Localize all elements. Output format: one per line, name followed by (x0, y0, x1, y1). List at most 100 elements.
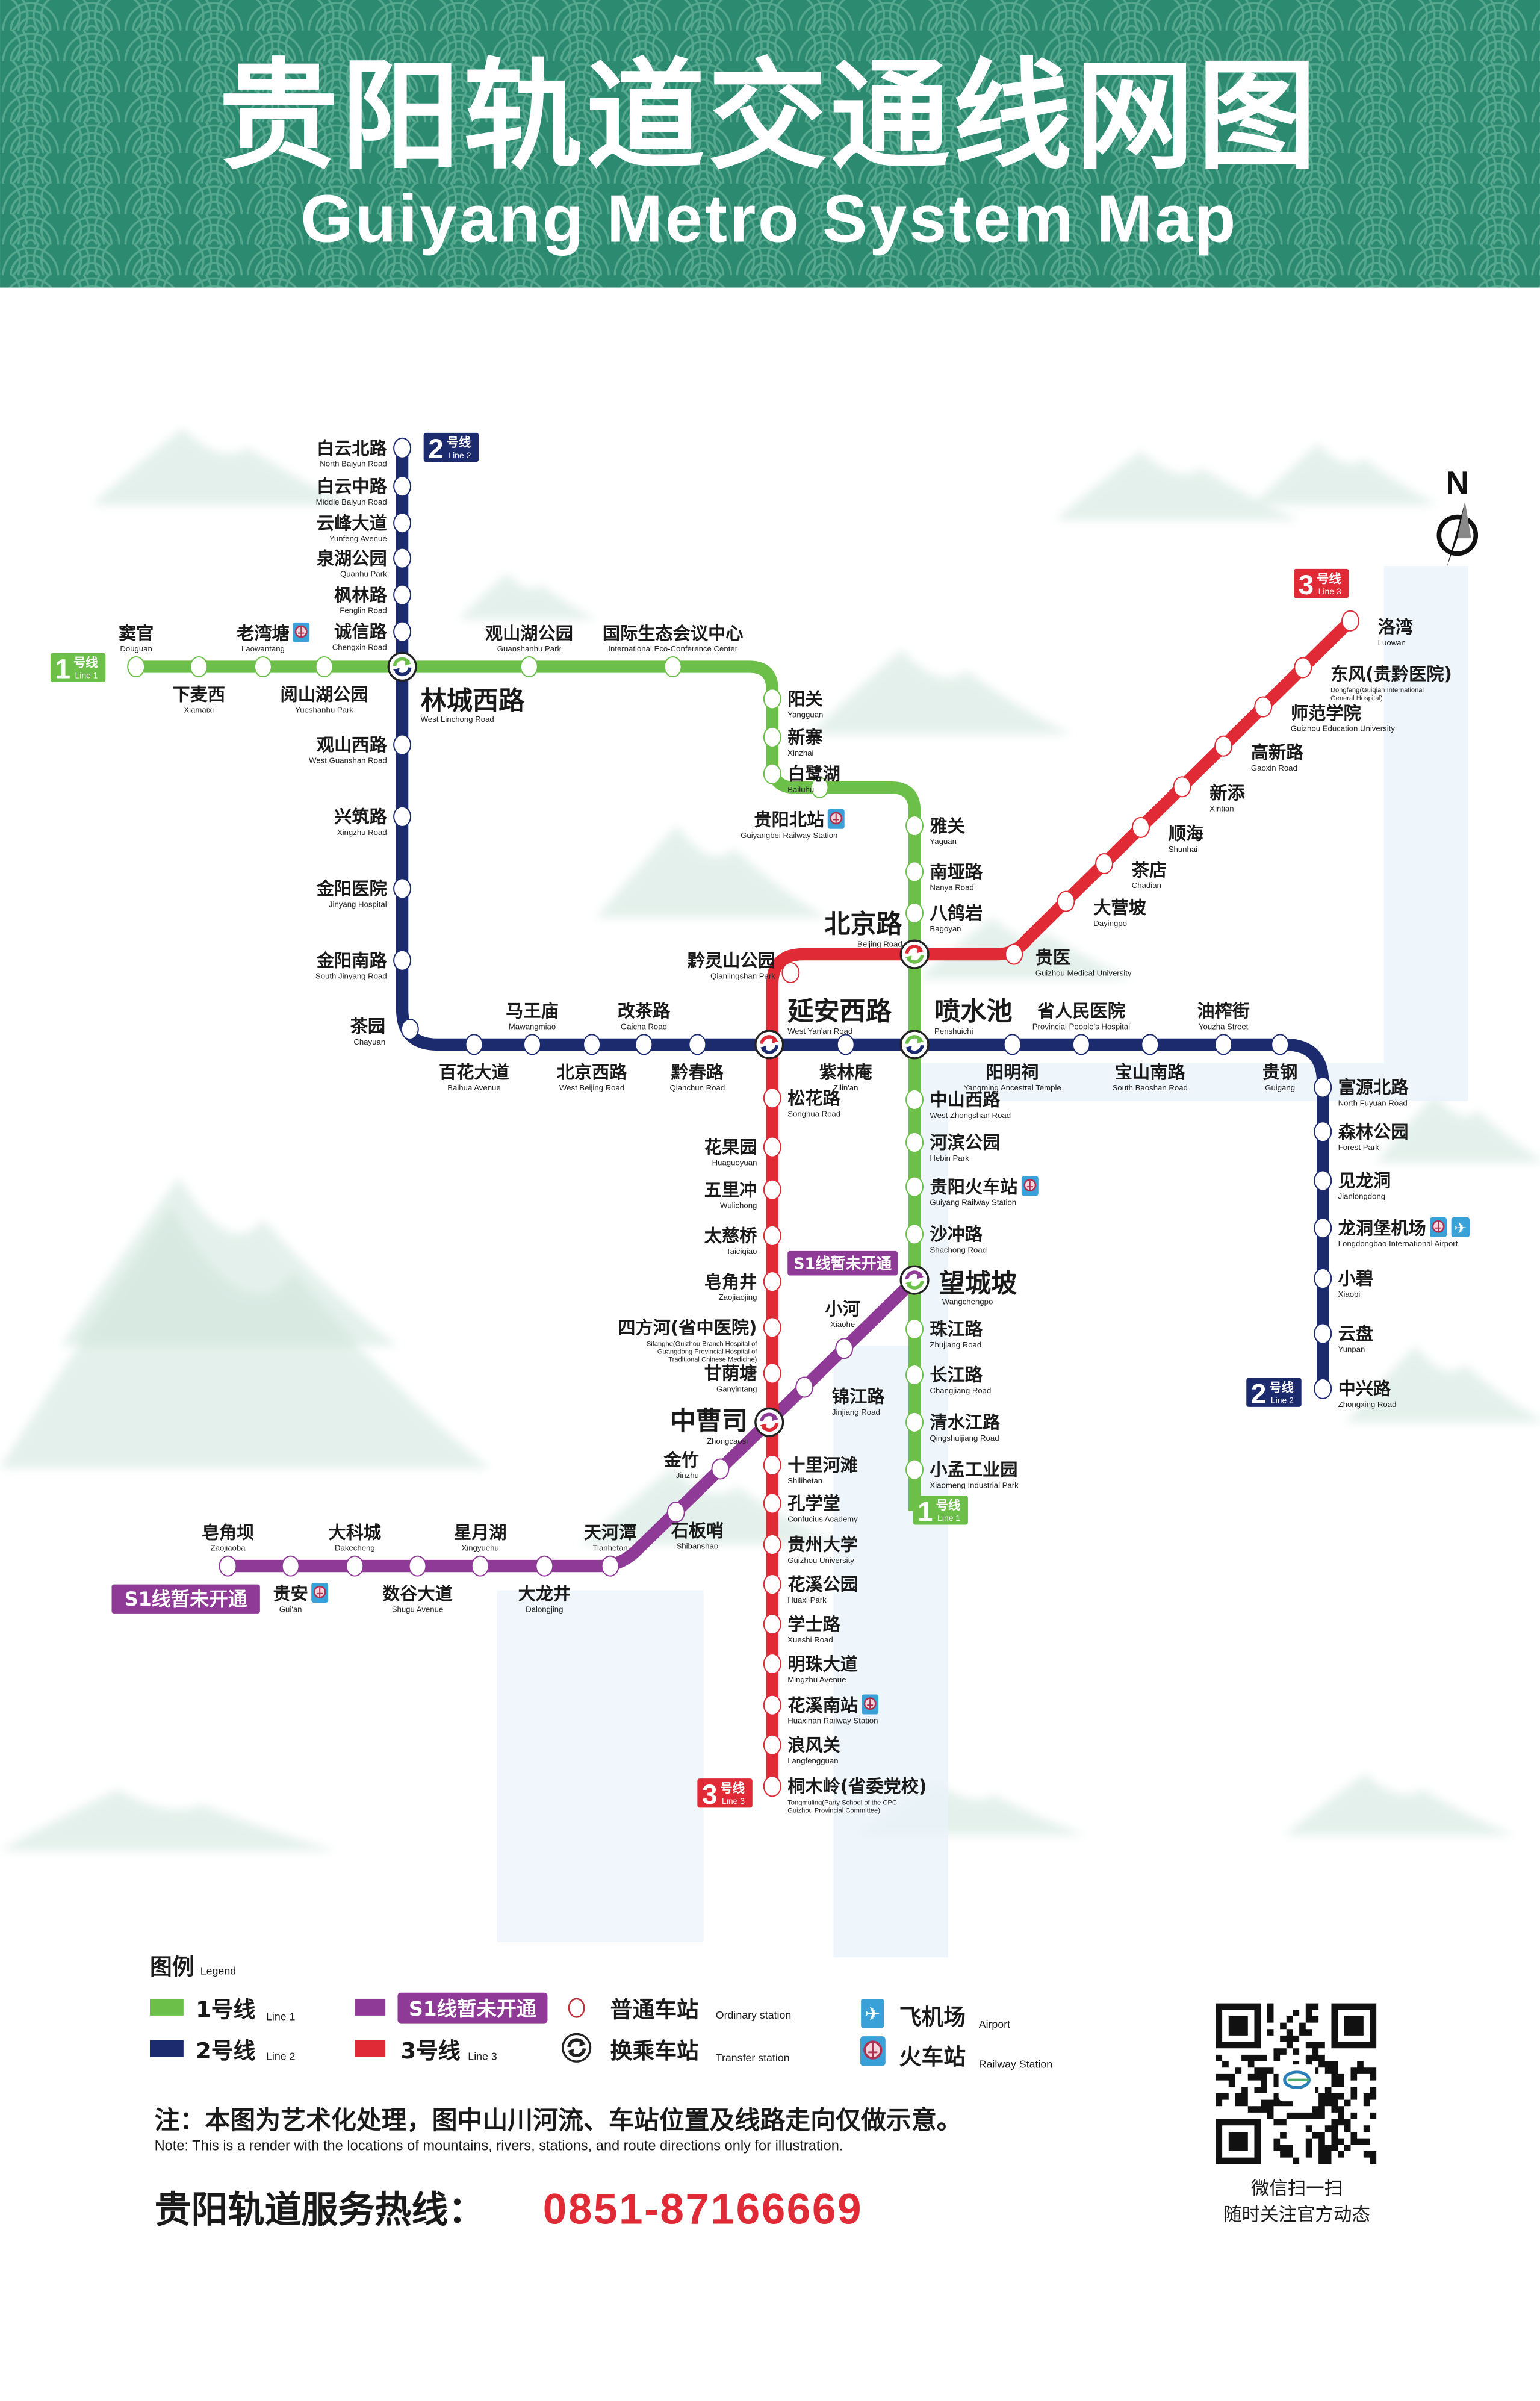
station-marker[interactable] (393, 878, 412, 899)
transfer-station-marker[interactable] (899, 939, 930, 969)
station-marker[interactable] (1072, 1034, 1090, 1055)
station-marker[interactable] (905, 1364, 924, 1386)
station-marker[interactable] (763, 726, 781, 748)
station-marker[interactable] (393, 949, 412, 971)
station-marker[interactable] (905, 1089, 924, 1110)
badge-label: S1线暂未开通 (793, 1254, 892, 1272)
transfer-icon[interactable] (562, 2033, 592, 2063)
station-marker[interactable] (1314, 1217, 1332, 1239)
station-marker[interactable] (763, 1136, 781, 1158)
station-marker[interactable] (1254, 696, 1273, 718)
station-marker[interactable] (1131, 816, 1150, 838)
station-marker[interactable] (763, 1775, 781, 1797)
station-marker[interactable] (393, 621, 412, 642)
station-marker[interactable] (1314, 1076, 1332, 1098)
station-marker[interactable] (835, 1338, 854, 1359)
station-marker[interactable] (763, 1317, 781, 1338)
station-marker[interactable] (763, 1271, 781, 1293)
station-marker[interactable] (905, 1411, 924, 1433)
station-marker[interactable] (315, 656, 334, 678)
station-marker[interactable] (763, 1574, 781, 1595)
station-marker[interactable] (763, 1734, 781, 1756)
station-marker[interactable] (763, 1454, 781, 1476)
station-marker[interactable] (688, 1034, 707, 1055)
station-marker[interactable] (1003, 1034, 1022, 1055)
station-marker[interactable] (905, 861, 924, 883)
station-marker[interactable] (905, 1318, 924, 1340)
station-marker[interactable] (763, 1534, 781, 1556)
transfer-station-marker[interactable] (387, 651, 417, 682)
station-marker[interactable] (781, 961, 800, 984)
station-marker[interactable] (471, 1555, 489, 1577)
station-marker[interactable] (905, 815, 924, 837)
station-marker[interactable] (1341, 610, 1359, 632)
station-marker[interactable] (346, 1555, 364, 1577)
station-marker[interactable] (1214, 735, 1233, 757)
station-marker[interactable] (583, 1034, 601, 1055)
qr-code[interactable] (1216, 2003, 1377, 2164)
station-marker[interactable] (711, 1458, 730, 1480)
station-marker[interactable] (763, 1492, 781, 1514)
station-marker[interactable] (393, 512, 412, 534)
station-marker[interactable] (408, 1555, 427, 1577)
station-marker[interactable] (190, 656, 208, 678)
station-marker[interactable] (1057, 890, 1075, 912)
station-marker[interactable] (1271, 1034, 1290, 1055)
station-marker[interactable] (905, 1223, 924, 1245)
station-marker[interactable] (393, 476, 412, 497)
station-marker[interactable] (465, 1034, 483, 1055)
transfer-station-marker[interactable] (899, 1265, 930, 1295)
station-marker[interactable] (393, 584, 412, 606)
station-marker[interactable] (763, 1362, 781, 1384)
station-marker[interactable] (763, 1087, 781, 1109)
station-marker[interactable] (763, 763, 781, 784)
transfer-station-marker[interactable] (754, 1407, 784, 1437)
station-marker[interactable] (905, 1459, 924, 1480)
station-marker[interactable] (1141, 1034, 1160, 1055)
station-marker[interactable] (810, 777, 829, 798)
station-marker[interactable] (1294, 657, 1312, 679)
station-marker[interactable] (393, 806, 412, 827)
station-marker[interactable] (601, 1555, 619, 1577)
station-marker[interactable] (836, 1034, 855, 1055)
station-marker[interactable] (281, 1555, 300, 1577)
transfer-station-marker[interactable] (754, 1030, 784, 1060)
station-name-zh: 清水江路 (930, 1412, 1001, 1432)
station-marker[interactable] (905, 902, 924, 924)
station-marker[interactable] (763, 1614, 781, 1635)
station-marker[interactable] (1314, 1378, 1332, 1399)
station-marker[interactable] (520, 656, 538, 678)
station-marker[interactable] (393, 437, 412, 459)
transfer-station-marker[interactable] (899, 1030, 930, 1060)
station-marker[interactable] (663, 656, 682, 678)
station-marker[interactable] (905, 1131, 924, 1154)
station-marker[interactable] (763, 1225, 781, 1246)
station-marker[interactable] (1214, 1034, 1233, 1055)
station-marker[interactable] (393, 547, 412, 569)
hotline-number[interactable]: 0851-87166669 (543, 2185, 863, 2233)
station-marker[interactable] (795, 1376, 814, 1398)
station-marker[interactable] (763, 1694, 781, 1716)
station-marker[interactable] (1314, 1268, 1332, 1290)
station-marker[interactable] (763, 1179, 781, 1200)
station-marker[interactable] (400, 1018, 419, 1040)
station-marker[interactable] (1095, 853, 1114, 875)
station-marker[interactable] (523, 1034, 541, 1055)
station-marker[interactable] (1005, 943, 1023, 965)
station-marker[interactable] (393, 734, 412, 756)
station-marker[interactable] (763, 1653, 781, 1675)
station-marker[interactable] (666, 1502, 685, 1523)
station-marker[interactable] (219, 1555, 237, 1577)
station-marker[interactable] (1314, 1323, 1332, 1344)
station-marker[interactable] (1314, 1170, 1332, 1191)
station-marker[interactable] (127, 656, 146, 678)
station-marker[interactable] (1173, 776, 1191, 798)
station-marker[interactable] (905, 1176, 924, 1197)
station-name-zh: 林城西路 (421, 686, 526, 716)
station-marker[interactable] (253, 656, 272, 678)
station-marker[interactable] (763, 688, 781, 710)
station-marker[interactable] (635, 1034, 653, 1055)
station-marker[interactable] (535, 1555, 554, 1577)
legend-transfer-label: 换乘车站 (610, 2038, 699, 2064)
station-marker[interactable] (1314, 1121, 1332, 1143)
